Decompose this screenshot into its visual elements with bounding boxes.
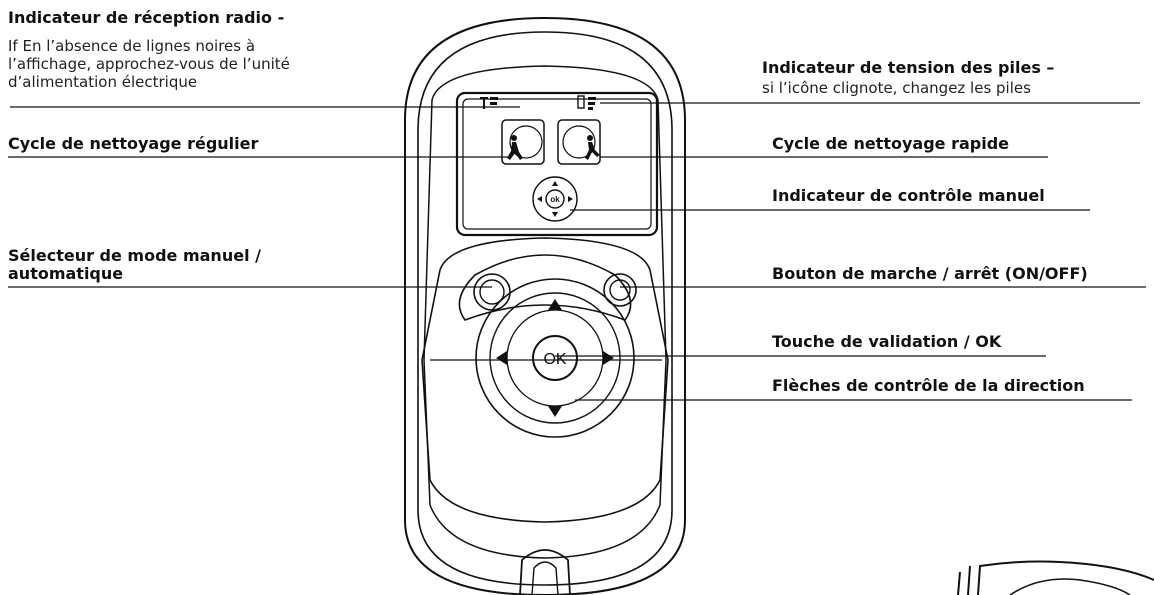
remote-inner-shell bbox=[417, 31, 673, 586]
power-button bbox=[603, 273, 637, 307]
radio-indicator-desc-2: l’affichage, approchez-vous de l’unité bbox=[8, 55, 290, 73]
mode-selector-label-1: Sélecteur de mode manuel / bbox=[8, 246, 261, 265]
direction-arrows-label: Flèches de contrôle de la direction bbox=[772, 376, 1085, 395]
remote-panel bbox=[423, 65, 667, 559]
radio-indicator-desc-3: d’alimentation électrique bbox=[8, 73, 198, 91]
mode-selector-knob bbox=[473, 273, 511, 311]
fast-cycle-label: Cycle de nettoyage rapide bbox=[772, 134, 1009, 153]
radio-indicator-desc-1: If En l’absence de lignes noires à bbox=[8, 37, 256, 55]
mode-selector-label-2: automatique bbox=[8, 264, 124, 283]
ok-key-label: Touche de validation / OK bbox=[772, 332, 1002, 351]
manual-control-label: Indicateur de contrôle manuel bbox=[772, 186, 1045, 205]
lanyard-clip bbox=[519, 549, 571, 595]
ok-button bbox=[532, 335, 578, 381]
regular-cycle-label: Cycle de nettoyage régulier bbox=[8, 134, 259, 153]
power-button-label: Bouton de marche / arrêt (ON/OFF) bbox=[772, 264, 1088, 283]
ok-button-label: OK bbox=[543, 351, 566, 368]
remote-outer-shell bbox=[404, 16, 686, 595]
control-pad-frame bbox=[421, 237, 669, 523]
battery-indicator-title: Indicateur de tension des piles – bbox=[762, 58, 1055, 77]
fast-cycle-icon bbox=[557, 119, 601, 165]
direction-pad bbox=[475, 278, 635, 438]
screen-ok-label: ok bbox=[550, 195, 560, 204]
battery-indicator-desc: si l’icône clignote, changez les piles bbox=[762, 79, 1031, 97]
regular-cycle-icon bbox=[501, 119, 545, 165]
manual-control-indicator bbox=[532, 176, 578, 222]
partial-device bbox=[957, 560, 1154, 595]
display-screen bbox=[455, 91, 659, 237]
radio-indicator-title: Indicateur de réception radio - bbox=[8, 8, 285, 27]
